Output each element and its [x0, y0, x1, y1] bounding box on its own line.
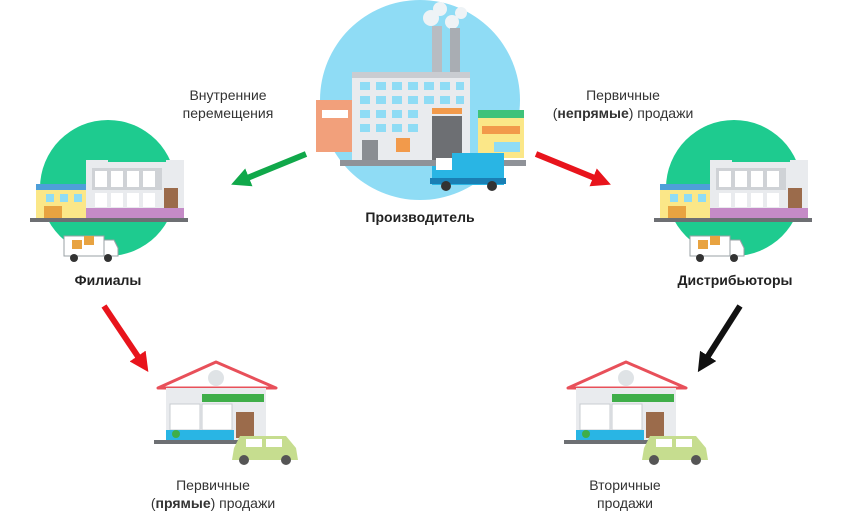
primary-indirect-open: ( [552, 105, 558, 121]
car-icon [232, 436, 298, 465]
producer-label: Производитель [365, 209, 475, 225]
primary-direct-close: ) продажи [210, 495, 276, 511]
primary-direct-label: Первичные (прямые) продажи [130, 476, 296, 512]
arrow-internal-transfers [231, 151, 308, 187]
arrow-primary-direct [101, 304, 149, 372]
internal-transfers-label: Внутренние перемещения [170, 86, 286, 122]
arrow-secondary-sales [697, 304, 743, 373]
secondary-sales-line2: продажи [597, 495, 653, 511]
primary-direct-line1: Первичные [176, 477, 250, 493]
car-icon [642, 436, 708, 465]
primary-direct-bold: прямые [155, 495, 211, 511]
truck-icon [430, 153, 506, 191]
internal-transfers-line1: Внутренние [189, 87, 267, 103]
primary-indirect-bold: непрямые [557, 105, 629, 121]
retail-store-right [564, 360, 708, 465]
internal-transfers-line2: перемещения [182, 105, 274, 121]
branches-label: Филиалы [74, 272, 142, 288]
producer-illustration [316, 0, 526, 200]
secondary-sales-line1: Вторичные [589, 477, 661, 493]
cargo-truck-icon [689, 235, 745, 262]
distributors-illustration [654, 120, 812, 262]
secondary-sales-label: Вторичные продажи [570, 476, 680, 512]
distributors-label: Дистрибьюторы [677, 272, 793, 288]
branches-illustration [30, 120, 188, 262]
cargo-truck-icon [63, 235, 119, 262]
retail-store-left [154, 360, 298, 465]
primary-direct-open: ( [150, 495, 156, 511]
primary-indirect-line1: Первичные [586, 87, 660, 103]
primary-direct-line2: (прямые) продажи [130, 494, 296, 512]
primary-indirect-label: Первичные (непрямые) продажи [533, 86, 713, 122]
primary-indirect-close: ) продажи [628, 105, 694, 121]
primary-indirect-line2: (непрямые) продажи [533, 104, 713, 122]
arrow-primary-indirect [534, 151, 611, 187]
